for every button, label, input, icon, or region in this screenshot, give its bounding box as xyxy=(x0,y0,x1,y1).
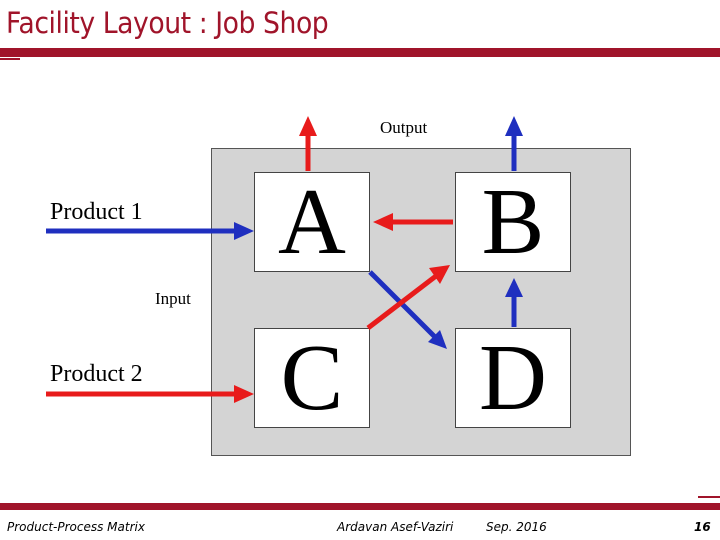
title-divider xyxy=(0,48,720,57)
department-a: A xyxy=(254,172,370,272)
a-to-d-arrow xyxy=(368,270,438,340)
product-2-flow xyxy=(46,116,453,403)
a-to-d-arrowhead xyxy=(428,330,447,349)
footer-course-title: Product-Process Matrix xyxy=(7,520,145,534)
input-label: Input xyxy=(155,289,191,308)
product-1-flow xyxy=(46,116,523,349)
footer-divider xyxy=(0,503,720,510)
a-output-arrowhead xyxy=(299,116,317,136)
product-1-label: Product 1 xyxy=(50,199,143,225)
department-c: C xyxy=(254,328,370,428)
department-d: D xyxy=(455,328,571,428)
footer-divider-accent xyxy=(698,496,720,498)
footer-date: Sep. 2016 xyxy=(486,520,547,534)
b-output-arrowhead xyxy=(505,116,523,136)
b-to-a-arrowhead xyxy=(373,213,393,231)
page-number: 16 xyxy=(694,520,711,534)
d-to-b-arrowhead xyxy=(505,278,523,297)
c-to-b-arrowhead xyxy=(429,265,450,284)
product-1-input-arrowhead xyxy=(234,222,254,240)
product-2-label: Product 2 xyxy=(50,361,143,387)
slide-title: Facility Layout : Job Shop xyxy=(6,6,329,40)
c-to-b-arrow xyxy=(366,274,438,330)
department-b: B xyxy=(455,172,571,272)
title-divider-accent xyxy=(0,58,20,60)
output-label: Output xyxy=(380,118,428,137)
footer-author: Ardavan Asef-Vaziri xyxy=(337,520,454,534)
product-2-input-arrowhead xyxy=(234,385,254,403)
